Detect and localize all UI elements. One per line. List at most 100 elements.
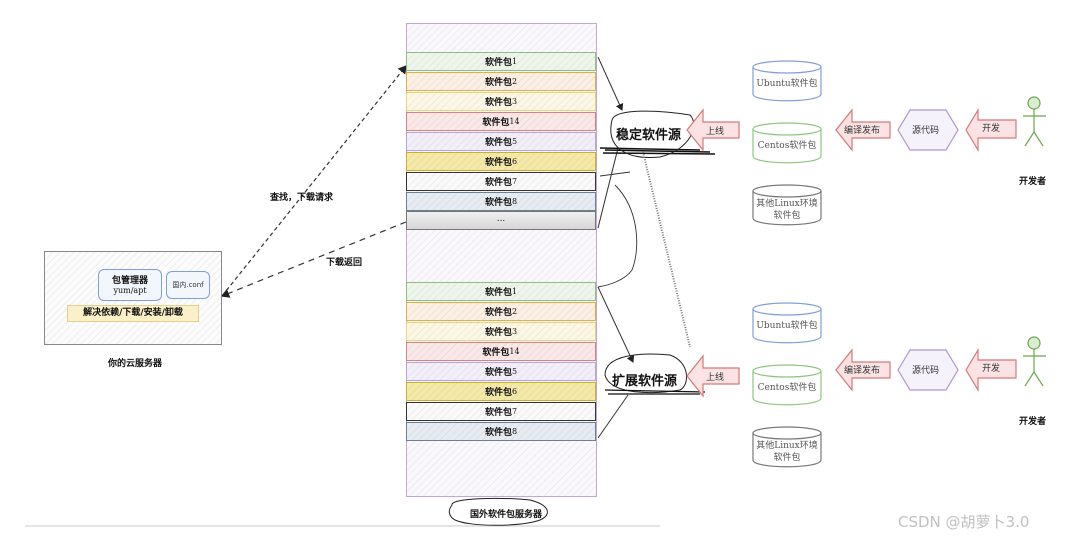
package-number: 5 [511, 367, 518, 376]
stable-arrow-top [597, 56, 624, 111]
server-title: 国外软件包服务器 [470, 510, 543, 520]
ellipsis-text: ... [496, 214, 506, 224]
package-name: 软件包 [484, 288, 512, 298]
compile-arrow [835, 348, 891, 392]
package-number: 1 [511, 287, 518, 296]
developer-label: 开发者 [1019, 417, 1047, 427]
repo-label: Ubuntu软件包 [756, 321, 818, 331]
source-code-hexagon [897, 109, 959, 151]
response-arrow [220, 221, 407, 298]
online-arrow-stable [686, 108, 740, 152]
ext-arrow-bottom [597, 394, 629, 439]
cylinder-icon [752, 60, 822, 102]
package-name: 软件包 [482, 118, 510, 128]
cylinder-icon [752, 184, 822, 226]
develop-arrow [965, 348, 1017, 392]
repo-other: 其他Linux环境软件包 [752, 184, 822, 226]
stable-arrow-bottom [597, 147, 619, 229]
scribble-stable [599, 147, 716, 155]
package-name: 软件包 [484, 408, 512, 418]
package-number: 6 [511, 157, 518, 166]
develop-label: 开发 [982, 124, 1001, 134]
repo-label: Centos软件包 [757, 141, 817, 151]
developer-label: 开发者 [1019, 177, 1047, 187]
package-number: 14 [509, 117, 520, 126]
package-name: 软件包 [482, 348, 510, 358]
repo-centos: Centos软件包 [752, 122, 822, 164]
package-manager-label: 包管理器 [111, 276, 148, 286]
conf-file-box: 国内.conf [166, 271, 210, 299]
package-number: 6 [511, 387, 518, 396]
request-arrow [221, 65, 407, 297]
developer-stickman-icon [1023, 336, 1046, 387]
cylinder-icon [752, 302, 822, 344]
package-name: 软件包 [484, 178, 512, 188]
server-label-outline [448, 497, 548, 526]
package-number: 8 [511, 197, 518, 206]
repo-label: 其他Linux环境 [756, 199, 818, 209]
dotted-link [642, 151, 691, 348]
package-name: 软件包 [484, 58, 512, 68]
repo-ubuntu: Ubuntu软件包 [752, 60, 822, 102]
pipeline-extended: 编译发布源代码开发开发者 [832, 336, 1074, 430]
package-name: 软件包 [484, 198, 512, 208]
package-name: 软件包 [484, 308, 512, 318]
develop-arrow [965, 108, 1017, 152]
cylinder-icon [752, 122, 822, 164]
client-title: 你的云服务器 [107, 359, 162, 369]
compile-label: 编译发布 [844, 366, 881, 376]
package-name: 软件包 [484, 138, 512, 148]
package-name: 软件包 [484, 428, 512, 438]
package-name: 软件包 [484, 388, 512, 398]
package-number: 7 [511, 177, 518, 186]
compile-label: 编译发布 [844, 126, 881, 136]
package-name: 软件包 [484, 368, 512, 378]
repo-ubuntu: Ubuntu软件包 [752, 302, 822, 344]
source-code-label: 源代码 [912, 126, 940, 136]
package-number: 1 [511, 57, 518, 66]
repo-centos: Centos软件包 [752, 364, 822, 406]
repo-group-extended: Ubuntu软件包 Centos软件包其他Linux环境软件包 [752, 302, 824, 468]
ellipsis-row: ... [406, 211, 596, 230]
response-label: 下载返回 [326, 258, 363, 268]
package-number: 7 [511, 407, 518, 416]
package-name: 软件包 [484, 78, 512, 88]
pipeline-stable: 编译发布 源代码 开发开发者 [832, 96, 1074, 190]
source-code-label: 源代码 [912, 366, 940, 376]
source-code-hexagon [897, 349, 959, 391]
repo-other: 其他Linux环境软件包 [752, 426, 822, 468]
cylinder-icon [752, 364, 822, 406]
repo-label: Ubuntu软件包 [756, 79, 818, 89]
package-number: 2 [511, 307, 518, 316]
compile-arrow [835, 108, 891, 152]
package-number: 5 [511, 137, 518, 146]
request-label: 查找，下载请求 [270, 193, 334, 203]
package-number: 3 [511, 327, 518, 336]
watermark: CSDN @胡萝卜3.0 [898, 513, 1030, 531]
package-name: 软件包 [484, 98, 512, 108]
ext-arrow-top [597, 286, 635, 363]
functions-bar: 解决依赖/下载/安装/卸载 [67, 305, 199, 322]
repo-label: Centos软件包 [757, 383, 817, 393]
scribble-ext [604, 389, 706, 395]
online-label-stable: 上线 [706, 127, 725, 137]
package-number: 14 [509, 347, 520, 356]
package-number: 3 [511, 97, 518, 106]
repo-label: 软件包 [773, 211, 801, 221]
developer-stickman-icon [1023, 96, 1046, 147]
